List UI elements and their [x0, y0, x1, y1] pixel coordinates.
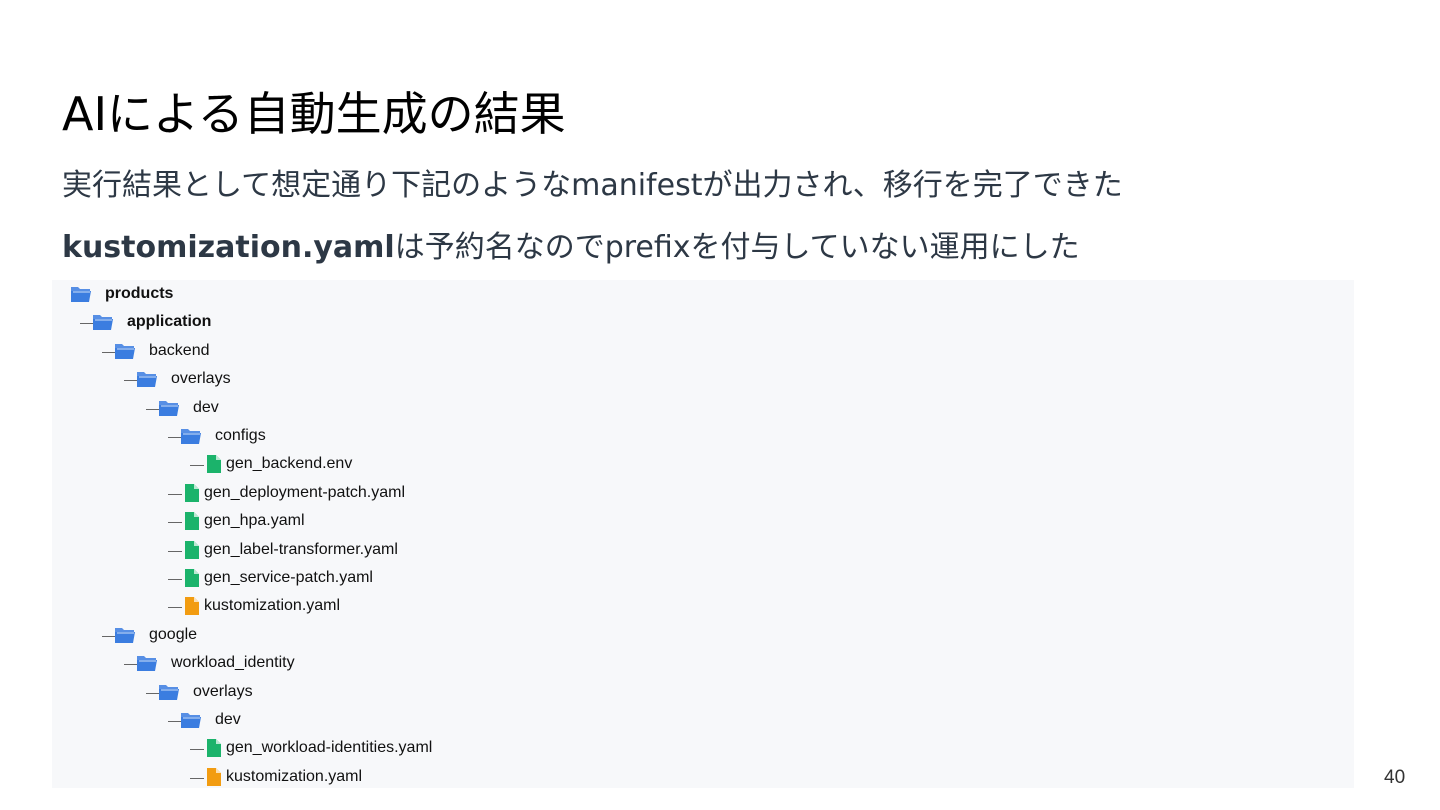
tree-item-label: overlays — [193, 682, 253, 700]
folder-open-icon — [158, 682, 180, 702]
tree-connector — [102, 635, 116, 637]
tree-file-row[interactable]: gen_hpa.yaml — [52, 509, 1352, 533]
tree-folder-row[interactable]: overlays — [52, 367, 1352, 391]
tree-folder-row[interactable]: workload_identity — [52, 651, 1352, 675]
tree-file-row[interactable]: gen_backend.env — [52, 452, 1352, 476]
tree-item-label: products — [105, 285, 174, 302]
file-tree: products application backend overlays dev con… — [52, 280, 1354, 788]
tree-item-label: dev — [193, 398, 219, 416]
folder-open-icon — [136, 369, 158, 389]
tree-item-label: gen_deployment-patch.yaml — [204, 483, 406, 501]
file-icon — [184, 568, 206, 588]
tree-item-label: gen_hpa.yaml — [204, 512, 305, 530]
tree-file-row[interactable]: kustomization.yaml — [52, 594, 1352, 618]
tree-connector — [80, 323, 94, 325]
tree-connector — [168, 579, 182, 580]
tree-file-row[interactable]: gen_deployment-patch.yaml — [52, 481, 1352, 505]
file-icon — [206, 454, 228, 474]
tree-item-label: configs — [215, 427, 266, 444]
kustomization-filename: kustomization.yaml — [62, 230, 395, 265]
naming-note-text: は予約名なのでprefixを付与していない運用にした — [394, 230, 1080, 265]
tree-item-label: gen_service-patch.yaml — [204, 569, 373, 586]
tree-connector — [124, 380, 138, 382]
page-number: 40 — [1384, 767, 1406, 788]
tree-item-label: workload_identity — [171, 654, 295, 672]
tree-item-label: overlays — [171, 370, 231, 388]
tree-connector — [168, 550, 182, 552]
tree-folder-row[interactable]: overlays — [52, 680, 1352, 704]
tree-folder-row[interactable]: backend — [52, 339, 1352, 363]
tree-connector — [190, 465, 204, 467]
tree-item-label: gen_label-transformer.yaml — [204, 540, 398, 558]
tree-file-row[interactable]: gen_workload-identities.yaml — [52, 736, 1352, 760]
tree-item-label: gen_backend.env — [226, 455, 353, 473]
tree-item-label: backend — [149, 341, 210, 359]
tree-item-label: kustomization.yaml — [226, 767, 363, 785]
tree-folder-row[interactable]: products — [52, 282, 1352, 306]
tree-connector — [146, 408, 160, 410]
tree-folder-row[interactable]: dev — [52, 396, 1352, 420]
folder-open-icon — [180, 426, 202, 446]
tree-folder-row[interactable]: google — [52, 623, 1352, 647]
tree-connector — [168, 493, 182, 495]
tree-connector — [168, 522, 182, 524]
tree-connector — [168, 437, 182, 438]
tree-folder-row[interactable]: dev — [52, 708, 1352, 732]
file-icon — [206, 738, 228, 758]
tree-folder-row[interactable]: configs — [52, 424, 1352, 448]
tree-file-row[interactable]: kustomization.yaml — [52, 765, 1352, 789]
tree-connector — [124, 664, 138, 666]
tree-item-label: gen_workload-identities.yaml — [226, 739, 433, 757]
folder-open-icon — [136, 653, 158, 673]
kustomization-file-icon — [206, 767, 228, 787]
folder-open-icon — [180, 710, 202, 730]
file-icon — [184, 483, 206, 503]
tree-connector — [146, 692, 160, 694]
tree-connector — [102, 351, 116, 353]
tree-connector — [190, 749, 204, 751]
naming-note-line: kustomization.yamlは予約名なのでprefixを付与していない運… — [62, 228, 1080, 268]
tree-item-label: application — [127, 313, 212, 331]
tree-connector — [168, 721, 182, 722]
file-icon — [184, 540, 206, 560]
tree-connector — [168, 607, 182, 609]
folder-open-icon — [158, 398, 180, 418]
tree-item-label: google — [149, 625, 198, 643]
tree-connector — [190, 777, 204, 779]
tree-file-row[interactable]: gen_label-transformer.yaml — [52, 538, 1352, 562]
result-summary-line: 実行結果として想定通り下記のようなmanifestが出力され、移行を完了できた — [62, 168, 1123, 203]
tree-item-label: dev — [215, 711, 241, 728]
folder-open-icon — [70, 284, 92, 304]
file-icon — [184, 511, 206, 531]
tree-folder-row[interactable]: application — [52, 310, 1352, 334]
kustomization-file-icon — [184, 596, 206, 616]
slide-title: AIによる自動生成の結果 — [62, 87, 566, 141]
tree-item-label: kustomization.yaml — [204, 597, 341, 615]
folder-open-icon — [114, 341, 136, 361]
folder-open-icon — [92, 312, 114, 332]
tree-file-row[interactable]: gen_service-patch.yaml — [52, 566, 1352, 590]
folder-open-icon — [114, 625, 136, 645]
